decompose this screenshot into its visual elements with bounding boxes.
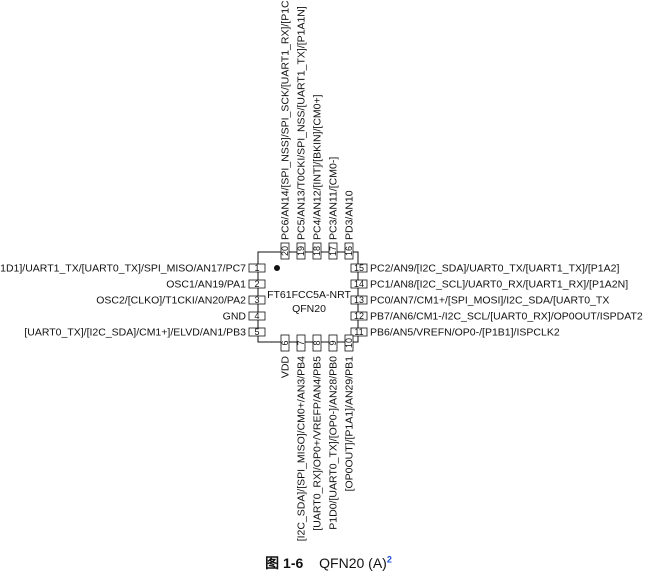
pin-pad [312,334,322,352]
pin-number: 8 [312,340,322,345]
chip-package-name: QFN20 [292,303,326,315]
pin-pad [344,334,354,352]
pin-number: 19 [296,246,306,256]
pin-label: [I2C_SDA]/[SPI_MISO]/CM0+/AN3/PB4 [296,356,308,541]
pin-pad [248,263,266,273]
pin-pad [350,279,368,289]
pin-pad [280,334,290,352]
pin-pad [280,242,290,260]
pin-pad [350,295,368,305]
pin-label: PC6/AN14/[SPI_NSS]/SPI_SCK/[UART1_RX]/[P… [280,0,292,240]
caption-prefix: 图 [265,556,280,572]
pin-number: 12 [354,311,364,321]
pin-number: 15 [354,263,364,273]
figure-caption: 图 1-6 QFN20 (A)2 [0,553,657,573]
pin-label: PB7/AN6/CM1-/I2C_SCL/[UART0_RX]/OP0OUT/I… [370,311,643,323]
pin-label: OSC2/[CLKO]/T1CKI/AN20/PA2 [96,295,246,307]
pin1-marker [274,265,280,271]
pin-number: 3 [254,295,259,305]
pin-number: 20 [280,246,290,256]
pin-number: 6 [280,340,290,345]
pin-pad [350,327,368,337]
pin-label: PC5/AN13/T0CKI/SPI_NSS/[UART1_TX]/[P1A1N… [296,6,308,240]
pin-number: 5 [254,327,259,337]
pin-label: [P1D1]/UART1_TX/[UART0_TX]/SPI_MISO/AN17… [0,263,246,275]
pin-number: 10 [344,338,354,348]
chip-part-number: FT61FCC5A-NRT [267,289,351,301]
pin-number: 4 [254,311,259,321]
pin-label: [UART0_RX]/OP0+/VREFP/AN4/PB5 [312,356,324,531]
pin-label: [UART0_TX]/[I2C_SDA]/CM1+]/ELVD/AN1/PB3 [24,327,246,339]
pin-label: PC0/AN7/CM1+/[SPI_MOSI]/I2C_SDA/[UART0_T… [370,295,609,307]
pin-pad [350,311,368,321]
pin-pad [328,242,338,260]
pin-label: OSC1/AN19/PA1 [166,279,246,291]
caption-footnote-ref: 2 [386,554,392,565]
pin-number: 16 [344,246,354,256]
pin-label: PB6/AN5/VREFN/OP0-/[P1B1]/ISPCLK2 [370,327,560,339]
pin-number: 7 [296,340,306,345]
pin-label: VDD [280,356,292,379]
pin-label: [OP0OUT]/[P1A1]/AN29/PB1 [344,356,356,492]
pin-label: P1D0/[UART0_TX]/[OP0-]/AN28/PB0 [328,356,340,530]
pin-pad [350,263,368,273]
pin-pad [248,327,266,337]
pin-number: 17 [328,246,338,256]
pin-label: PD3/AN10 [344,190,356,240]
pin-number: 18 [312,246,322,256]
pin-pad [344,242,354,260]
pin-pad [296,242,306,260]
pin-number: 14 [354,279,364,289]
caption-number: 1-6 [283,555,304,571]
pin-label: PC2/AN9/[I2C_SDA]/UART0_TX/[UART1_TX]/[P… [370,263,619,275]
pin-label: GND [223,311,247,323]
pin-number: 13 [354,295,364,305]
pin-number: 2 [254,279,259,289]
pin-label: PC3/AN11/[CM0-] [328,157,340,240]
pin-pad [328,334,338,352]
pin-pad [248,311,266,321]
pin-label: PC1/AN8/[I2C_SCL]/UART0_RX/[UART1_RX]/[P… [370,279,628,291]
pin-pad [312,242,322,260]
pins-layer: 1 [P1D1]/UART1_TX/[UART0_TX]/SPI_MISO/AN1… [0,0,643,541]
pin-number: 9 [328,340,338,345]
pin-number: 11 [354,327,363,337]
pin-number: 1 [254,263,259,273]
pin-label: PC4/AN12/[INT]/[BKIN]/[CM0+] [312,94,324,240]
pin-pad [296,334,306,352]
pin-pad [248,295,266,305]
caption-title: QFN20 (A) [319,555,387,571]
pin-pad [248,279,266,289]
